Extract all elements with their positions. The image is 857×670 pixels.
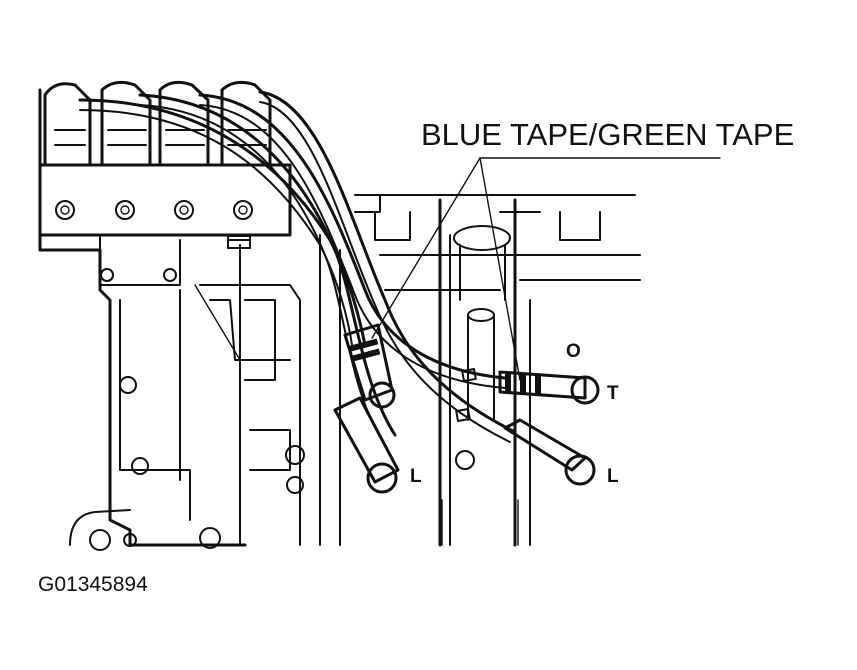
boot-left-upper [343, 323, 396, 409]
figure-id: G01345894 [38, 573, 148, 596]
engine-block-right [354, 194, 641, 547]
engine-block-left [38, 88, 341, 551]
terminal-mark-l-left: L [410, 466, 422, 487]
coil-3 [158, 80, 210, 220]
tape-callout-label: BLUE TAPE/GREEN TAPE [421, 117, 794, 152]
callout-leaders [371, 157, 721, 381]
terminal-mark-o: O [566, 341, 581, 362]
wire-boots [227, 239, 600, 494]
ignition-wires [78, 90, 517, 443]
boot-right-upper [498, 370, 600, 405]
terminal-mark-l-right: L [607, 466, 619, 487]
coil-pack [38, 80, 292, 286]
coil-1 [43, 82, 92, 220]
boot-right-lower [503, 418, 596, 486]
coil-2 [100, 80, 152, 220]
boot-left-lower [333, 396, 400, 494]
terminal-mark-t: T [607, 383, 619, 404]
